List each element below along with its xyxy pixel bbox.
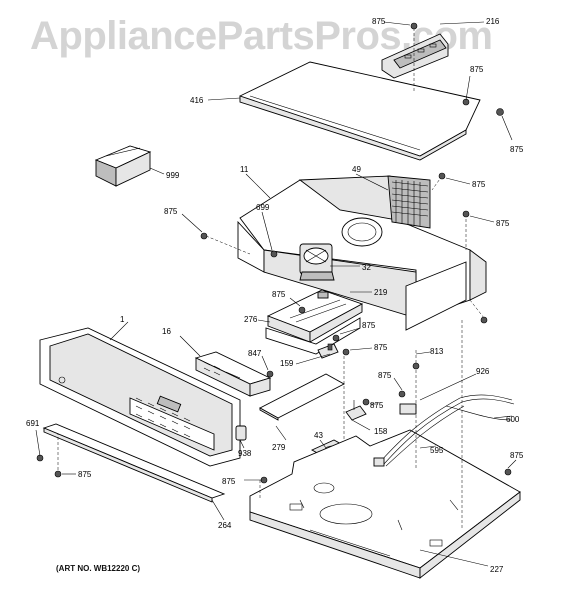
screw-icon [504, 468, 512, 476]
part-158-bracket [345, 400, 367, 421]
screw-fasteners [36, 22, 512, 484]
part-216-bracket [381, 33, 449, 79]
art-number: (ART NO. WB12220 C) [56, 564, 141, 573]
callout-875: 875 [164, 207, 178, 216]
screw-icon [362, 398, 370, 406]
callout-875: 875 [370, 401, 384, 410]
callout-875: 875 [362, 321, 376, 330]
part-49-vent-grid [387, 175, 431, 229]
callout-279: 279 [272, 443, 286, 452]
part-32-fan-motor [299, 243, 335, 281]
leader-lines [35, 21, 517, 567]
callout-699: 699 [256, 203, 270, 212]
callout-216: 216 [486, 17, 500, 26]
part-279-plate [259, 373, 345, 421]
callout-227: 227 [490, 565, 504, 574]
wiring-harness [373, 394, 515, 467]
part-227-base-tray [249, 429, 521, 579]
callout-1: 1 [120, 315, 125, 324]
screw-icon [200, 232, 208, 240]
callout-938: 938 [238, 449, 252, 458]
callout-32: 32 [362, 263, 371, 272]
callout-691: 691 [26, 419, 40, 428]
callout-875: 875 [510, 451, 524, 460]
screw-icon [342, 348, 350, 356]
callout-159: 159 [280, 359, 294, 368]
callout-416: 416 [190, 96, 204, 105]
screw-icon [462, 210, 470, 218]
part-416-top-cover [239, 61, 481, 161]
callout-600: 600 [506, 415, 520, 424]
callout-219: 219 [374, 288, 388, 297]
callout-264: 264 [218, 521, 232, 530]
callout-875: 875 [496, 219, 510, 228]
callout-875: 875 [372, 17, 386, 26]
callout-11: 11 [240, 165, 249, 174]
screw-icon [410, 22, 418, 30]
part-159-bracket [317, 343, 339, 359]
callout-49: 49 [352, 165, 361, 174]
screw-icon [438, 172, 446, 180]
screw-icon [480, 316, 488, 324]
screw-icon [398, 390, 406, 398]
control-panel-keypad [135, 397, 191, 438]
callout-999: 999 [166, 171, 180, 180]
callout-875: 875 [374, 343, 388, 352]
callout-276: 276 [244, 315, 258, 324]
screw-icon [412, 362, 420, 370]
callout-158: 158 [374, 427, 388, 436]
part-1-control-panel [39, 327, 241, 467]
callout-847: 847 [248, 349, 262, 358]
screw-icon [54, 470, 62, 478]
callout-875: 875 [78, 470, 92, 479]
screw-icon [270, 250, 278, 258]
part-938-block [235, 425, 247, 441]
callout-16: 16 [162, 327, 171, 336]
part-999-box [94, 145, 152, 187]
screw-icon [266, 370, 274, 378]
callout-813: 813 [430, 347, 444, 356]
callout-875: 875 [472, 180, 486, 189]
part-219-relay-board [266, 289, 364, 343]
callout-labels: 875 216 875 875 416 999 11 49 875 875 87… [26, 17, 524, 574]
callout-875: 875 [222, 477, 236, 486]
callout-875: 875 [470, 65, 484, 74]
screw-icon [496, 108, 504, 116]
callout-875: 875 [272, 290, 286, 299]
alignment-lines [57, 28, 485, 530]
callout-926: 926 [476, 367, 490, 376]
part-16-control-board [194, 351, 272, 397]
callout-43: 43 [314, 431, 323, 440]
screw-icon [298, 306, 306, 314]
callout-875: 875 [378, 371, 392, 380]
callout-875: 875 [510, 145, 524, 154]
part-264-trim-strip [42, 423, 226, 503]
screw-icon [332, 334, 340, 342]
callout-595: 595 [430, 446, 444, 455]
